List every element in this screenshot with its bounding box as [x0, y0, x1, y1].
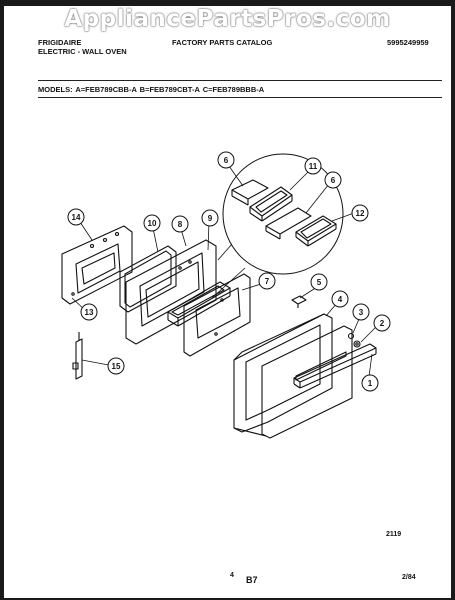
callout-15: [107, 357, 125, 375]
door-front-panel: [261, 325, 353, 439]
callout-11-label: 11: [309, 162, 318, 171]
callout-6a-label: 6: [224, 156, 229, 165]
part-6-upper-gasket: [231, 179, 269, 206]
part-1-handle: [293, 343, 377, 389]
part-5-clip: [291, 295, 307, 308]
part-3-fastener: [347, 332, 355, 340]
callout-4: [331, 290, 349, 308]
callout-15-label: 15: [112, 362, 121, 371]
part-11-window-frame: [249, 186, 293, 222]
callout-6a: [217, 151, 235, 169]
callout-3-label: 3: [359, 308, 364, 317]
small-page-number: 4: [230, 572, 234, 579]
watermark: AppliancePartsPros.com: [64, 6, 391, 32]
part-6-lower-gasket: [265, 207, 312, 240]
callout-14: [67, 208, 85, 226]
callout-8: [171, 215, 189, 233]
callout-8-label: 8: [178, 220, 183, 229]
header-rule-top: [38, 80, 442, 81]
callout-11: [304, 157, 322, 175]
part-12-window-frame: [295, 215, 337, 247]
callout-10-label: 10: [148, 219, 157, 228]
models-line: MODELS: A=FEB789CBB-A B=FEB789CBT-A C=FE…: [38, 85, 265, 94]
callout-6b: [324, 171, 342, 189]
part-number: 5995249959: [387, 38, 429, 47]
callout-9: [201, 209, 219, 227]
leader-lines: [71, 165, 381, 385]
callout-5-label: 5: [317, 278, 322, 287]
part-2-fastener: [353, 340, 361, 348]
callout-12-label: 12: [356, 209, 365, 218]
callout-5: [310, 273, 328, 291]
part-14-inner-liner: [61, 225, 133, 305]
callout-13: [80, 303, 98, 321]
print-date: 2/84: [402, 574, 416, 581]
callout-4-label: 4: [338, 295, 343, 304]
catalog-sheet: [4, 6, 451, 598]
part-15-hinge: [72, 332, 83, 380]
product-label: ELECTRIC - WALL OVEN: [38, 47, 127, 56]
callout-7-label: 7: [265, 277, 270, 286]
callout-2: [373, 314, 391, 332]
callout-2-label: 2: [380, 319, 385, 328]
callout-9-label: 9: [208, 214, 213, 223]
callout-7: [258, 272, 276, 290]
catalog-title: FACTORY PARTS CATALOG: [172, 38, 273, 47]
callout-12: [351, 204, 369, 222]
header-rule-bottom: [38, 97, 442, 98]
callout-6b-label: 6: [331, 176, 336, 185]
page-number: B7: [246, 575, 258, 585]
part-7-outer-glass: [183, 273, 251, 357]
callout-1: [361, 374, 379, 392]
callout-10: [143, 214, 161, 232]
part-4-outer-door: [233, 313, 333, 437]
callout-1-label: 1: [368, 379, 373, 388]
brand-label: FRIGIDAIRE: [38, 38, 82, 47]
diagram-number: 2119: [386, 531, 402, 538]
part-10-door-gasket: [119, 245, 177, 313]
callout-13-label: 13: [85, 308, 94, 317]
callout-3: [352, 303, 370, 321]
callout-14-label: 14: [72, 213, 81, 222]
